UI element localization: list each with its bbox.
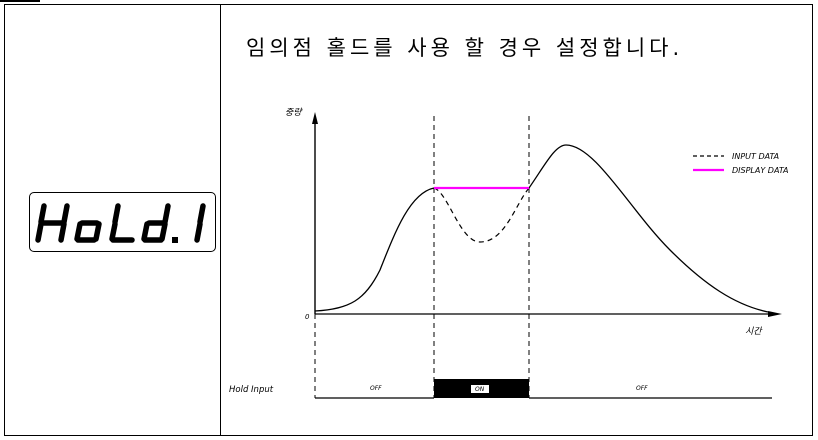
state-off-left-label: OFF xyxy=(370,385,382,392)
top-edge-line xyxy=(0,0,40,2)
state-off-right-label: OFF xyxy=(636,385,648,392)
state-on-label-bg xyxy=(471,385,489,393)
input-curve-peak xyxy=(528,144,769,313)
lcd-digits xyxy=(35,203,206,243)
x-axis-arrow-icon xyxy=(768,311,782,317)
lcd-display xyxy=(29,192,216,252)
legend-display-label: DISPLAY DATA xyxy=(732,166,788,175)
input-curve-rise xyxy=(314,187,435,312)
column-divider xyxy=(220,4,221,436)
description-heading: 임의점 홀드를 사용 할 경우 설정합니다. xyxy=(246,36,684,60)
state-on-label: ON xyxy=(475,386,485,393)
origin-label: 0 xyxy=(305,313,310,321)
x-axis-label: 시간 xyxy=(745,326,763,337)
y-axis-label: 중량 xyxy=(285,107,303,118)
input-curve-dip xyxy=(433,187,530,243)
legend-input-label: INPUT DATA xyxy=(732,152,779,161)
outer-frame xyxy=(4,4,813,436)
decimal-point xyxy=(172,237,178,243)
hold-input-label: Hold Input xyxy=(229,385,274,395)
y-axis-arrow-icon xyxy=(312,112,318,124)
